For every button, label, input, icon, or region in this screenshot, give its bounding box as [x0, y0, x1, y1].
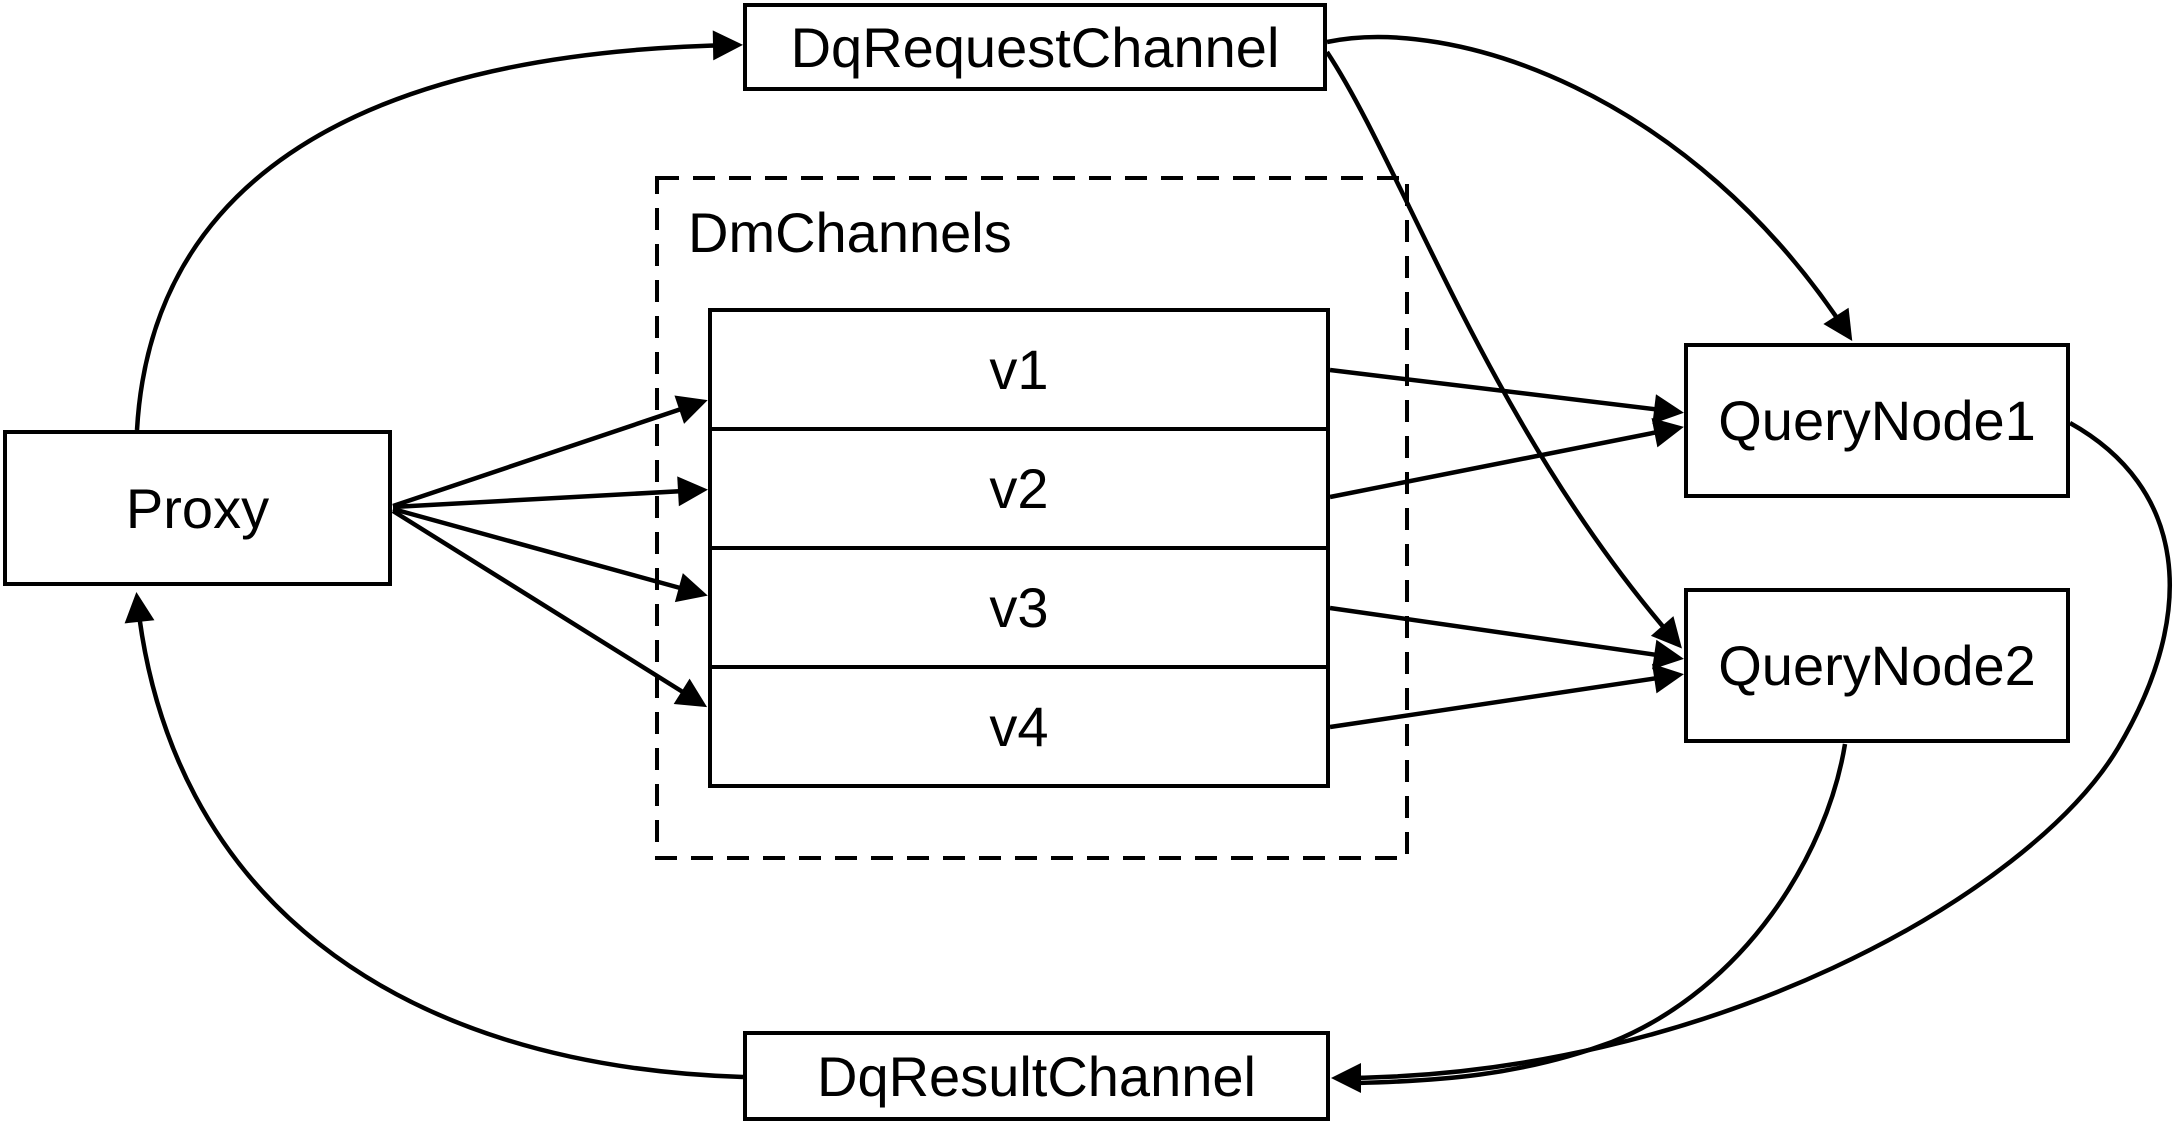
node-dq-request-channel-label: DqRequestChannel	[790, 15, 1280, 79]
node-query-node-2: QueryNode2	[1684, 588, 2070, 743]
edge-querynode2-to-dqresultchannel	[1356, 743, 1848, 1086]
edge-dqrequestchannel-to-querynode2	[1325, 50, 1682, 649]
channel-row-v3: v3	[712, 546, 1326, 665]
node-query-node-2-label: QueryNode2	[1718, 634, 2036, 697]
edge-proxy-to-dqrequestchannel	[134, 30, 743, 431]
edge-v4-to-querynode2	[1329, 663, 1684, 730]
node-query-node-1: QueryNode1	[1684, 343, 2070, 498]
node-dq-request-channel: DqRequestChannel	[743, 3, 1327, 91]
dm-channels-dashed-border	[655, 176, 1409, 860]
edge-v2-to-querynode1	[1329, 417, 1684, 500]
edge-querynode1-to-dqresultchannel	[1331, 421, 2172, 1093]
edge-proxy-to-v2	[392, 476, 708, 510]
channel-row-v2: v2	[712, 427, 1326, 546]
node-dq-result-channel: DqResultChannel	[743, 1031, 1330, 1121]
edge-proxy-to-v3	[392, 506, 708, 603]
edge-proxy-to-v4	[391, 509, 708, 708]
edge-dqresultchannel-to-proxy	[124, 592, 744, 1080]
edge-v3-to-querynode2	[1329, 605, 1684, 670]
dm-channels-table: v1 v2 v3 v4	[708, 308, 1330, 788]
node-query-node-1-label: QueryNode1	[1718, 389, 2036, 452]
node-proxy: Proxy	[3, 430, 392, 586]
dm-channels-group-label: DmChannels	[688, 201, 1012, 264]
node-dq-result-channel-label: DqResultChannel	[817, 1044, 1256, 1108]
channel-row-v1: v1	[989, 338, 1049, 401]
edge-dqrequestchannel-to-querynode1	[1326, 34, 1853, 342]
node-proxy-label: Proxy	[125, 476, 270, 540]
channel-row-v4: v4	[712, 665, 1326, 784]
edge-proxy-to-v1	[392, 395, 708, 509]
